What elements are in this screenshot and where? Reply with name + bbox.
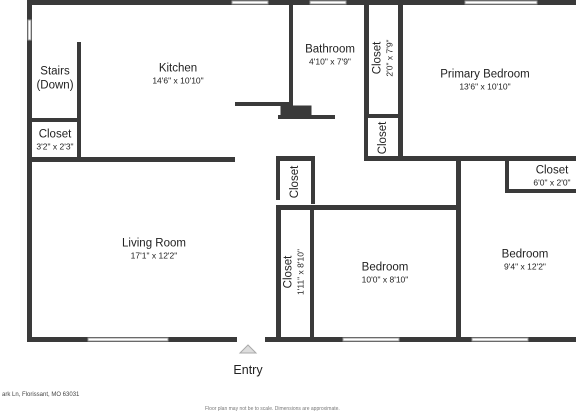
hall-closet-left [276, 160, 280, 200]
hall-closet-top [276, 156, 315, 161]
label-bedroom-mid: Bedroom 10'0" x 8'10" [362, 261, 409, 286]
closet-small-left [364, 116, 368, 160]
window [27, 19, 32, 41]
label-primary-bedroom: Primary Bedroom 13'6" x 10'10" [440, 68, 529, 93]
closet-right-bottom-wall [505, 189, 576, 193]
living-right-wall [276, 205, 281, 340]
room-name: Living Room [122, 237, 186, 250]
label-closet-hall: Closet [288, 166, 302, 199]
window [231, 0, 269, 5]
room-dims: 13'6" x 10'10" [459, 81, 511, 92]
room-name: Closet [38, 128, 72, 141]
entry-arrow-icon [238, 344, 258, 354]
label-stairs: Stairs (Down) [36, 65, 74, 92]
room-name: Closet [282, 255, 295, 289]
window [471, 337, 529, 342]
room-dims: 9'4" x 12'2" [504, 261, 546, 272]
closet-bath-bottom-wall [364, 114, 403, 118]
closet-left-bottom-wall [32, 157, 235, 162]
window [464, 0, 538, 5]
room-name: Primary Bedroom [440, 68, 530, 81]
label-bedroom-right: Bedroom 9'4" x 12'2" [502, 248, 549, 273]
stairs-bottom-wall [32, 118, 79, 122]
label-closet-bath: Closet 2'0" x 7'9" [371, 39, 396, 76]
room-dims: 6'0" x 2'0" [533, 177, 571, 188]
room-dims: 14'6" x 10'10" [152, 75, 204, 86]
label-bathroom: Bathroom 4'10" x 7'9" [305, 43, 355, 68]
stairs-wall [77, 42, 81, 157]
window [87, 337, 169, 342]
closet-right-left-wall [505, 160, 509, 193]
label-living-room: Living Room 17'1" x 12'2" [122, 237, 186, 262]
label-kitchen: Kitchen 14'6" x 10'10" [152, 62, 203, 87]
outer-wall-top [27, 0, 576, 5]
primary-bottom-wall [403, 156, 576, 161]
room-name: Bedroom [501, 248, 549, 261]
label-closet-mid: Closet 1'11" x 8'10" [282, 249, 307, 295]
closet-small-bottom [364, 156, 403, 161]
entry-label: Entry [233, 363, 263, 377]
room-name: Closet [371, 41, 384, 75]
label-closet-left: Closet 3'2" x 2'3" [36, 128, 73, 153]
room-dims: 2'0" x 7'9" [384, 39, 395, 77]
window [342, 337, 400, 342]
room-name: Closet [288, 165, 301, 199]
label-closet-right: Closet 6'0" x 2'0" [533, 164, 570, 189]
address-text: ark Ln, Florissant, MO 63031 [2, 392, 80, 398]
kitchen-counter-wall [235, 102, 293, 106]
room-dims: 4'10" x 7'9" [309, 56, 351, 67]
hall-closet-right [311, 156, 315, 204]
bath-left-wall [289, 0, 293, 106]
bedroom-mid-top-wall [276, 205, 460, 210]
room-name: Kitchen [158, 62, 198, 75]
outer-wall-left [27, 0, 32, 342]
bedroom-divider-wall [456, 160, 461, 340]
closet-bath-left-wall [364, 0, 369, 117]
room-name: Bathroom [305, 43, 355, 56]
room-dims: 17'1" x 12'2" [130, 250, 178, 261]
bath-vent [280, 105, 312, 117]
closet-mid-right-wall [310, 205, 314, 340]
room-name: Closet [376, 121, 389, 155]
bath-bottom-wall [278, 115, 335, 119]
disclaimer-text: Floor plan may not be to scale. Dimensio… [205, 406, 340, 412]
room-dims: 1'11" x 8'10" [295, 249, 306, 295]
closet-bath-right-wall [398, 0, 403, 160]
room-dims: 3'2" x 2'3" [36, 141, 74, 152]
outer-wall-bottom-right [265, 337, 576, 342]
room-name: Bedroom [361, 261, 409, 274]
room-dims: 10'0" x 8'10" [361, 274, 409, 285]
label-closet-small: Closet [376, 122, 390, 155]
room-name: Closet [535, 164, 569, 177]
window [309, 0, 347, 5]
